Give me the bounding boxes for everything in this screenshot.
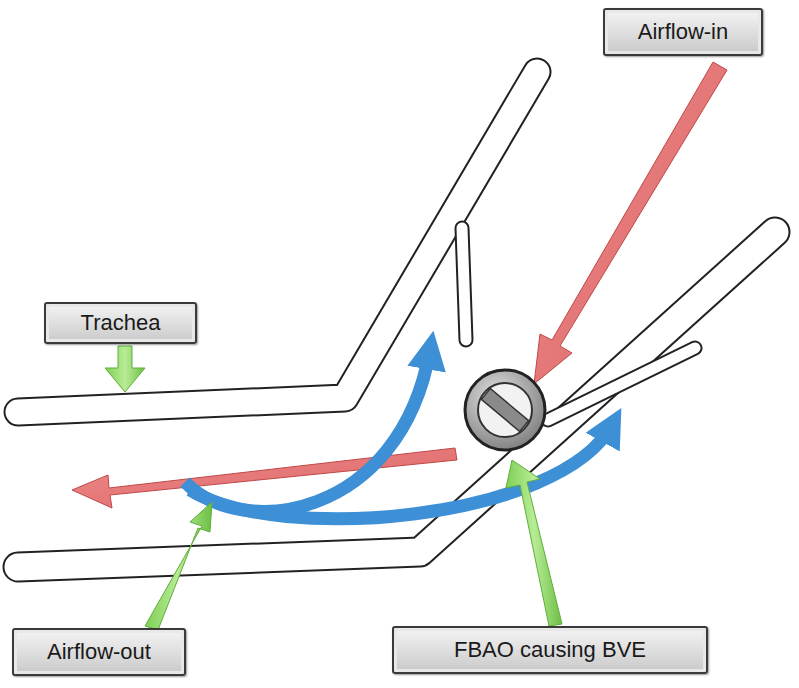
label-box: Airflow-out xyxy=(12,628,186,676)
label-box: FBAO causing BVE xyxy=(392,626,708,674)
label-text: Airflow-out xyxy=(47,639,151,665)
label-text: Airflow-in xyxy=(638,19,728,45)
label-text: Trachea xyxy=(81,310,161,336)
label-box: Airflow-in xyxy=(603,8,763,56)
label-box: Trachea xyxy=(44,302,197,344)
foreign-body-symbol xyxy=(465,370,545,450)
pointer-arrow xyxy=(105,346,562,630)
airway-wall xyxy=(18,72,775,567)
airflow-curve xyxy=(185,350,612,519)
label-text: FBAO causing BVE xyxy=(454,637,646,663)
